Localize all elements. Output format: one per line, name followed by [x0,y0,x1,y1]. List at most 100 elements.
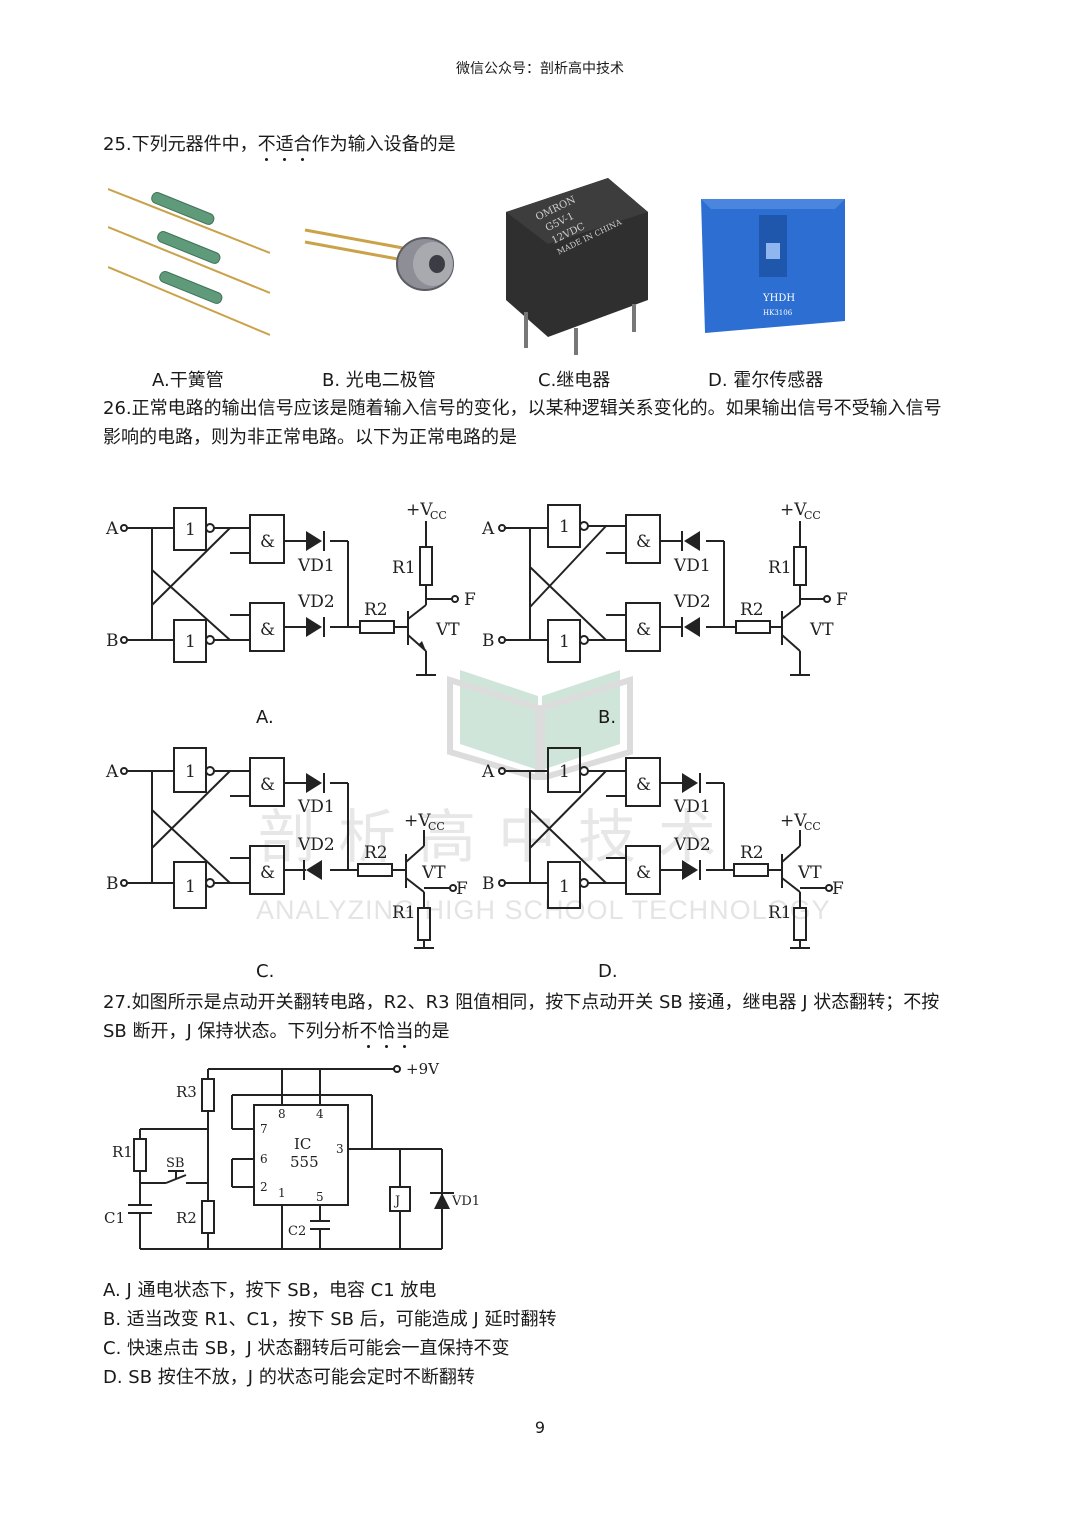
r1-label: R1 [392,558,416,578]
r1-label: R1 [112,1143,133,1161]
not-gate-label: 1 [559,517,570,537]
vt-label: VT [797,863,822,883]
relay-j-label: J [393,1194,400,1209]
and-gate-label: & [636,532,651,552]
q26-option-c-label: C. [256,961,275,982]
q26-circuit-c: A B 1 1 & & VD1 VD2 R2 R1 +VCC VT F [105,747,468,949]
pin-8-label: 8 [278,1107,286,1121]
r2-label: R2 [364,843,388,863]
q27-emphasis-char: 不 [359,1021,378,1042]
q25-option-b: B. 光电二极管 [322,370,436,391]
q27-stem-part: SB 断开，J 保持状态。下列分析 [103,1021,360,1042]
input-a-label: A [481,519,495,539]
page-number: 9 [534,1418,546,1437]
q27-option-b: B. 适当改变 R1、C1，按下 SB 后，可能造成 J 延时翻转 [103,1309,557,1330]
q27-option-d: D. SB 按住不放，J 的状态可能会定时不断翻转 [103,1367,475,1388]
q25-option-d: D. 霍尔传感器 [708,370,824,391]
vcc-subscript: CC [428,820,445,833]
q27-emphasis-char: 当 [395,1021,414,1042]
vt-label: VT [421,863,446,883]
watermark-english: ANALYZING HIGH SCHOOL TECHNOLOGY [256,895,831,925]
relay-image: OMRON G5V-1 12VDC MADE IN CHINA [498,172,654,355]
pin-1-label: 1 [278,1186,286,1200]
pin-5-label: 5 [316,1190,324,1204]
q26-option-b-label: B. [598,707,617,728]
c1-label: C1 [104,1209,125,1227]
watermark-book-logo [447,670,633,780]
q27-line-1: 27.如图所示是点动开关翻转电路，R2、R3 阻值相同，按下点动开关 SB 接通… [103,992,940,1013]
vd2-label: VD2 [297,835,335,855]
pin-3-label: 3 [336,1142,344,1156]
q25-option-c: C.继电器 [538,370,611,391]
input-a-label: A [105,762,119,782]
r2-label: R2 [364,600,388,620]
vcc-subscript: CC [804,509,821,522]
q25-emphasis-char: 不 [257,134,276,155]
input-b-label: B [482,631,495,651]
q27-options: A. J 通电状态下，按下 SB，电容 C1 放电 B. 适当改变 R1、C1，… [103,1276,983,1392]
vt-label: VT [809,620,834,640]
q26-option-d-label: D. [598,961,618,982]
and-gate-label: & [260,620,275,640]
question-27-stem: 27.如图所示是点动开关翻转电路，R2、R3 阻值相同，按下点动开关 SB 接通… [103,988,983,1046]
q27-option-a: A. J 通电状态下，按下 SB，电容 C1 放电 [103,1280,437,1301]
vd1-label: VD1 [673,797,711,817]
sb-label: SB [166,1156,184,1171]
input-a-label: A [481,762,495,782]
q27-stem-part: 的是 [413,1021,450,1042]
and-gate-label: & [636,863,651,883]
not-gate-label: 1 [185,632,196,652]
vd1-label: VD1 [297,556,335,576]
vd1-label: VD1 [451,1194,480,1209]
not-gate-label: 1 [559,877,570,897]
page-header: 微信公众号：剖析高中技术 [456,61,624,77]
q27-555-circuit: +9V R3 R1 SB C1 R2 IC 555 C2 J VD1 8 4 7… [104,1060,480,1250]
hall-sensor-brand: YHDH [762,293,795,304]
vt-label: VT [435,620,460,640]
vcc-label: +V [780,500,807,520]
vd2-label: VD2 [673,592,711,612]
q26-circuit-d: A B 1 1 & & VD1 VD2 R2 R1 +VCC VT F [481,747,844,949]
pin-2-label: 2 [260,1180,268,1194]
q27-option-c: C. 快速点击 SB，J 状态翻转后可能会一直保持不变 [103,1338,510,1359]
q26-circuit-a: A B 1 1 & & VD1 VD2 R2 R1 +VCC VT F [105,500,476,676]
vd1-label: VD1 [297,797,335,817]
output-f-label: F [456,879,468,899]
and-gate-label: & [260,532,275,552]
vcc-label: +V [780,811,807,831]
pin-7-label: 7 [260,1122,268,1136]
question-25-stem: 25.下列元器件中，不适合作为输入设备的是 [103,130,983,159]
not-gate-label: 1 [559,632,570,652]
vcc-label: +V [404,811,431,831]
not-gate-label: 1 [185,762,196,782]
vd2-label: VD2 [673,835,711,855]
q25-stem-part: 25.下列元器件中， [103,134,258,155]
q27-emphasis-char: 恰 [377,1021,396,1042]
and-gate-label: & [636,775,651,795]
pin-6-label: 6 [260,1152,268,1166]
r1-label: R1 [768,558,792,578]
input-b-label: B [106,874,119,894]
and-gate-label: & [260,863,275,883]
r2-label: R2 [176,1209,197,1227]
q26-line-1: 26.正常电路的输出信号应该是随着输入信号的变化，以某种逻辑关系变化的。如果输出… [103,398,942,419]
watermark-chinese: 剖析高中技术 [258,803,739,871]
q25-emphasis-char: 适 [275,134,294,155]
hall-sensor-image: YHDH HK3106 [695,193,847,338]
ic-model-label: 555 [290,1153,319,1171]
supply-label: +9V [406,1060,440,1078]
q27-line-2: SB 断开，J 保持状态。下列分析不恰当的是 [103,1017,983,1046]
not-gate-label: 1 [185,877,196,897]
q26-line-2: 影响的电路，则为非正常电路。以下为正常电路的是 [103,427,517,448]
input-b-label: B [106,631,119,651]
output-f-label: F [464,590,476,610]
vd2-label: VD2 [297,592,335,612]
q26-option-a-label: A. [256,707,274,728]
r1-label: R1 [768,903,792,923]
q25-option-a: A.干簧管 [152,370,224,391]
r3-label: R3 [176,1083,197,1101]
q26-circuit-b: A B 1 1 & & VD1 VD2 R2 R1 +VCC VT F [481,500,848,676]
vcc-subscript: CC [430,509,447,522]
r2-label: R2 [740,843,764,863]
output-f-label: F [836,590,848,610]
